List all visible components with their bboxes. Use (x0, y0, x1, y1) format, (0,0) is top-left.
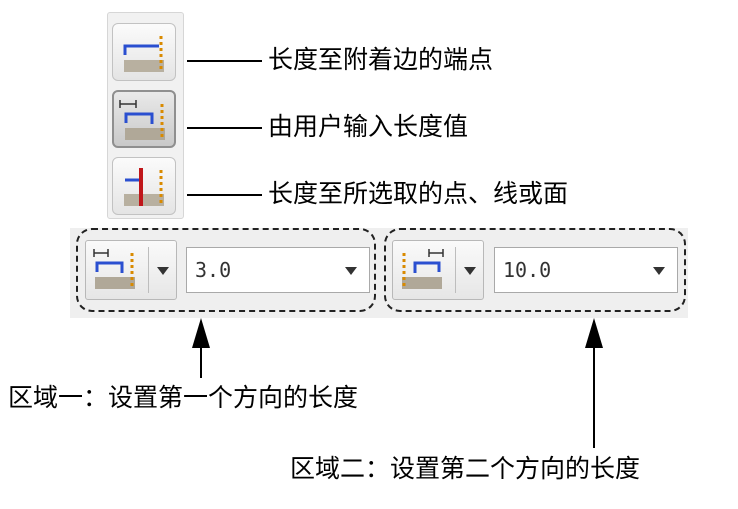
zone-2-length-combo[interactable]: 10.0 (494, 247, 678, 293)
zone-1-outline (76, 228, 376, 312)
length-to-edge-endpoint-icon (123, 36, 164, 72)
zone-2-option-dropdown-button[interactable] (392, 240, 484, 300)
user-input-length-icon (119, 100, 165, 140)
callout-line-1 (187, 60, 262, 62)
chevron-down-icon (157, 267, 169, 275)
dropdown-separator (455, 247, 456, 293)
option-label-3: 长度至所选取的点、线或面 (268, 179, 569, 208)
option-user-input-length[interactable] (112, 90, 176, 148)
option-label-1: 长度至附着边的端点 (268, 45, 494, 74)
option-length-to-selected-reference[interactable] (112, 157, 176, 215)
length-to-selected-reference-icon (124, 168, 164, 206)
option-label-2: 由用户输入长度值 (268, 112, 469, 141)
zone-1-length-combo[interactable]: 3.0 (186, 247, 370, 293)
zone-2-length-value[interactable]: 10.0 (503, 258, 552, 282)
chevron-down-icon[interactable] (653, 267, 665, 275)
zone-1-option-dropdown-button[interactable] (85, 240, 177, 300)
arrow-up-icon (585, 318, 603, 348)
callout-line-3 (187, 194, 262, 196)
chevron-down-icon[interactable] (345, 267, 357, 275)
user-input-length-icon (402, 249, 444, 289)
user-input-length-icon (93, 249, 135, 289)
dropdown-separator (148, 247, 149, 293)
option-length-to-edge-endpoint[interactable] (112, 23, 176, 81)
arrow-2-shaft (593, 346, 595, 448)
zone-2-caption: 区域二：设置第二个方向的长度 (290, 454, 641, 483)
arrow-up-icon (192, 318, 210, 348)
zone-1-caption: 区域一：设置第一个方向的长度 (8, 383, 359, 412)
arrow-1-shaft (200, 346, 202, 378)
chevron-down-icon (464, 267, 476, 275)
callout-line-2 (187, 127, 262, 129)
zone-2-outline (384, 228, 686, 312)
zone-1-length-value[interactable]: 3.0 (195, 258, 232, 282)
